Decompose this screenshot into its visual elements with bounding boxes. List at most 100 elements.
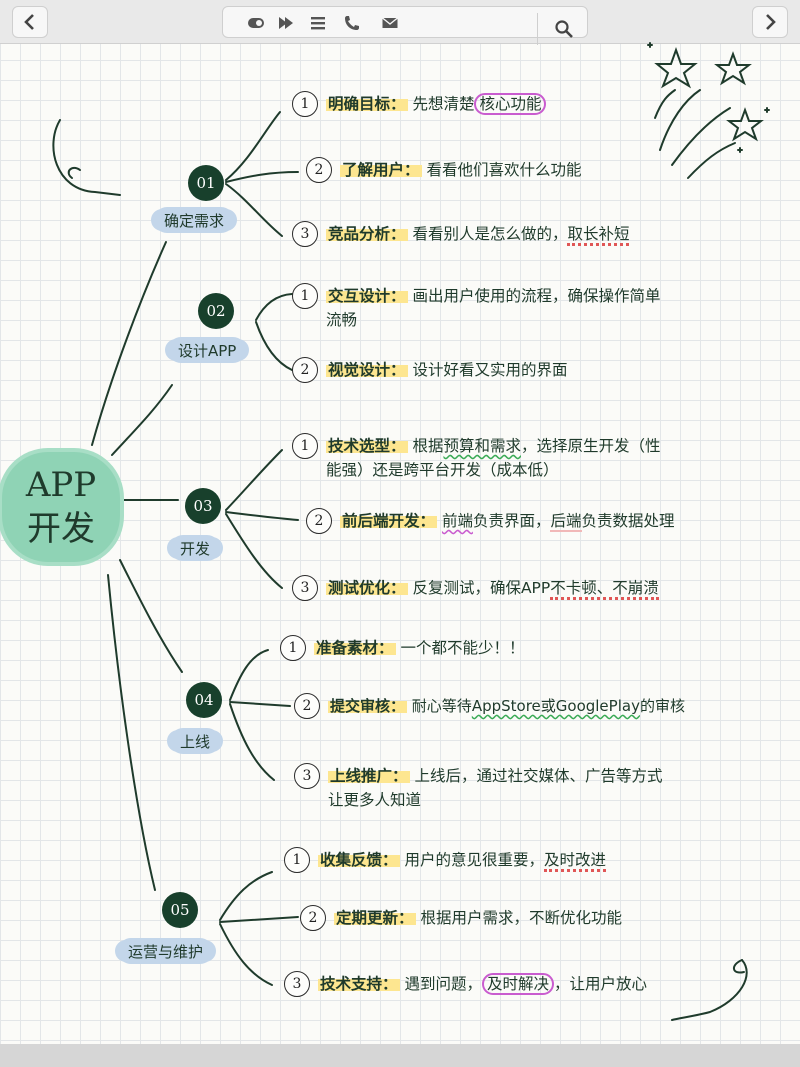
phone-icon[interactable] <box>341 13 363 33</box>
item-text: 看看别人是怎么做的， <box>412 225 568 243</box>
item-title: 交互设计： <box>326 287 408 305</box>
item-number: 1 <box>284 847 310 873</box>
branch-03-item-3: 3 测试优化： 反复测试，确保APP不卡顿、不崩溃 <box>292 575 659 601</box>
branch-05-item-2: 2 定期更新： 根据用户需求，不断优化功能 <box>300 905 622 931</box>
item-title: 收集反馈： <box>318 851 400 869</box>
branch-04-item-1: 1 准备素材： 一个都不能少！！ <box>280 635 525 661</box>
item-number: 2 <box>294 693 320 719</box>
branch-05-item-3: 3 技术支持： 遇到问题，及时解决，让用户放心 <box>284 971 647 997</box>
item-title: 测试优化： <box>326 579 408 597</box>
search-button[interactable] <box>537 13 589 45</box>
item-title: 视觉设计： <box>326 361 408 379</box>
item-title: 定期更新： <box>334 909 416 927</box>
center-title-line2: 开发 <box>27 509 95 549</box>
branch-02-number: 02 <box>198 293 234 329</box>
item-title: 技术支持： <box>318 975 400 993</box>
branch-03-item-2: 2 前后端开发： 前端负责界面，后端负责数据处理 <box>306 508 675 534</box>
connector-center-04 <box>119 559 183 673</box>
item-number: 1 <box>292 91 318 117</box>
marked-text: 及时解决 <box>481 973 554 995</box>
branch-04-number: 04 <box>186 682 222 718</box>
connector-center-02 <box>111 384 173 456</box>
item-title: 了解用户： <box>340 161 422 179</box>
item-number: 3 <box>284 971 310 997</box>
branch-05-label: 运营与维护 <box>118 938 214 964</box>
item-number: 3 <box>292 575 318 601</box>
mail-icon[interactable] <box>379 13 401 33</box>
item-number: 2 <box>292 357 318 383</box>
chevron-right-icon <box>766 14 776 30</box>
branch-01-label: 确定需求 <box>154 207 235 233</box>
item-text: 耐心等待 <box>411 697 472 715</box>
item-text-line2: 能强）还是跨平台开发（成本低） <box>326 461 559 479</box>
branch-02-label: 设计APP <box>168 337 247 363</box>
play-forward-icon[interactable] <box>275 13 297 33</box>
item-text: 上线后，通过社交媒体、广告等方式 <box>414 767 663 785</box>
branch-02-item-2: 2 视觉设计： 设计好看又实用的界面 <box>292 357 568 383</box>
marked-text: 核心功能 <box>474 93 547 115</box>
item-text: 用户的意见很重要， <box>404 851 544 869</box>
item-text: 反复测试，确保APP <box>412 579 551 597</box>
item-title: 提交审核： <box>328 697 408 715</box>
tool-group <box>222 6 588 45</box>
item-title: 上线推广： <box>328 767 410 785</box>
branch-05-item-1: 1 收集反馈： 用户的意见很重要，及时改进 <box>284 847 606 873</box>
item-number: 2 <box>306 508 332 534</box>
marked-text: 前端 <box>441 512 473 530</box>
item-text: 根据 <box>412 437 444 455</box>
item-text: 负责界面， <box>472 512 551 530</box>
connector-center-01 <box>91 241 167 446</box>
connector-center-05 <box>107 574 156 891</box>
item-text-after: 负责数据处理 <box>581 512 675 530</box>
toggle-icon[interactable] <box>245 13 267 33</box>
item-title: 前后端开发： <box>340 512 438 530</box>
search-icon <box>554 20 573 38</box>
item-number: 3 <box>294 763 320 789</box>
item-text: 看看他们喜欢什么功能 <box>426 161 582 179</box>
branch-05-number: 05 <box>162 892 198 928</box>
marked-text: 不卡顿、不崩溃 <box>550 579 659 600</box>
item-number: 3 <box>292 221 318 247</box>
branch-01-item-2: 2 了解用户： 看看他们喜欢什么功能 <box>306 157 582 183</box>
item-text: 画出用户使用的流程，确保操作简单 <box>412 287 661 305</box>
back-button[interactable] <box>12 6 48 38</box>
chevron-left-icon <box>24 14 34 30</box>
menu-lines-icon[interactable] <box>307 13 329 33</box>
marked-text: 取长补短 <box>567 225 630 246</box>
branch-01-item-1: 1 明确目标： 先想清楚核心功能 <box>292 91 547 117</box>
marked-text-2: 后端 <box>550 512 582 532</box>
item-text: 遇到问题， <box>404 975 482 993</box>
item-number: 2 <box>306 157 332 183</box>
item-title: 准备素材： <box>314 639 396 657</box>
branch-01-number: 01 <box>188 165 224 201</box>
item-text: 一个都不能少！！ <box>400 639 525 657</box>
item-text-line2: 让更多人知道 <box>328 791 422 809</box>
forward-button[interactable] <box>752 6 788 38</box>
branch-03-label: 开发 <box>170 535 221 561</box>
item-number: 1 <box>292 283 318 309</box>
branch-04-item-2: 2 提交审核： 耐心等待AppStore或GooglePlay的审核 <box>294 693 685 719</box>
item-title: 竞品分析： <box>326 225 408 243</box>
item-text-after: ，让用户放心 <box>553 975 647 993</box>
branch-04-label: 上线 <box>170 728 221 754</box>
item-number: 2 <box>300 905 326 931</box>
item-text-line2: 流畅 <box>326 311 358 329</box>
item-text-after: 的审核 <box>639 697 685 715</box>
top-toolbar <box>0 0 800 45</box>
branch-02-item-1: 1 交互设计： 画出用户使用的流程，确保操作简单流畅 <box>292 283 661 332</box>
branch-01-item-3: 3 竞品分析： 看看别人是怎么做的，取长补短 <box>292 221 630 247</box>
center-title-line1: APP <box>25 465 97 505</box>
item-title: 技术选型： <box>326 437 408 455</box>
item-number: 1 <box>292 433 318 459</box>
item-text-after: ，选择原生开发（性 <box>520 437 661 455</box>
marked-text: 及时改进 <box>543 851 606 872</box>
item-text: 先想清楚 <box>412 95 475 113</box>
item-text: 设计好看又实用的界面 <box>412 361 568 379</box>
marked-text: 预算和需求 <box>443 437 521 455</box>
center-node: APP 开发 <box>2 452 120 562</box>
item-title: 明确目标： <box>326 95 408 113</box>
item-number: 1 <box>280 635 306 661</box>
branch-03-number: 03 <box>185 488 221 524</box>
branch-03-item-1: 1 技术选型： 根据预算和需求，选择原生开发（性能强）还是跨平台开发（成本低） <box>292 433 661 482</box>
